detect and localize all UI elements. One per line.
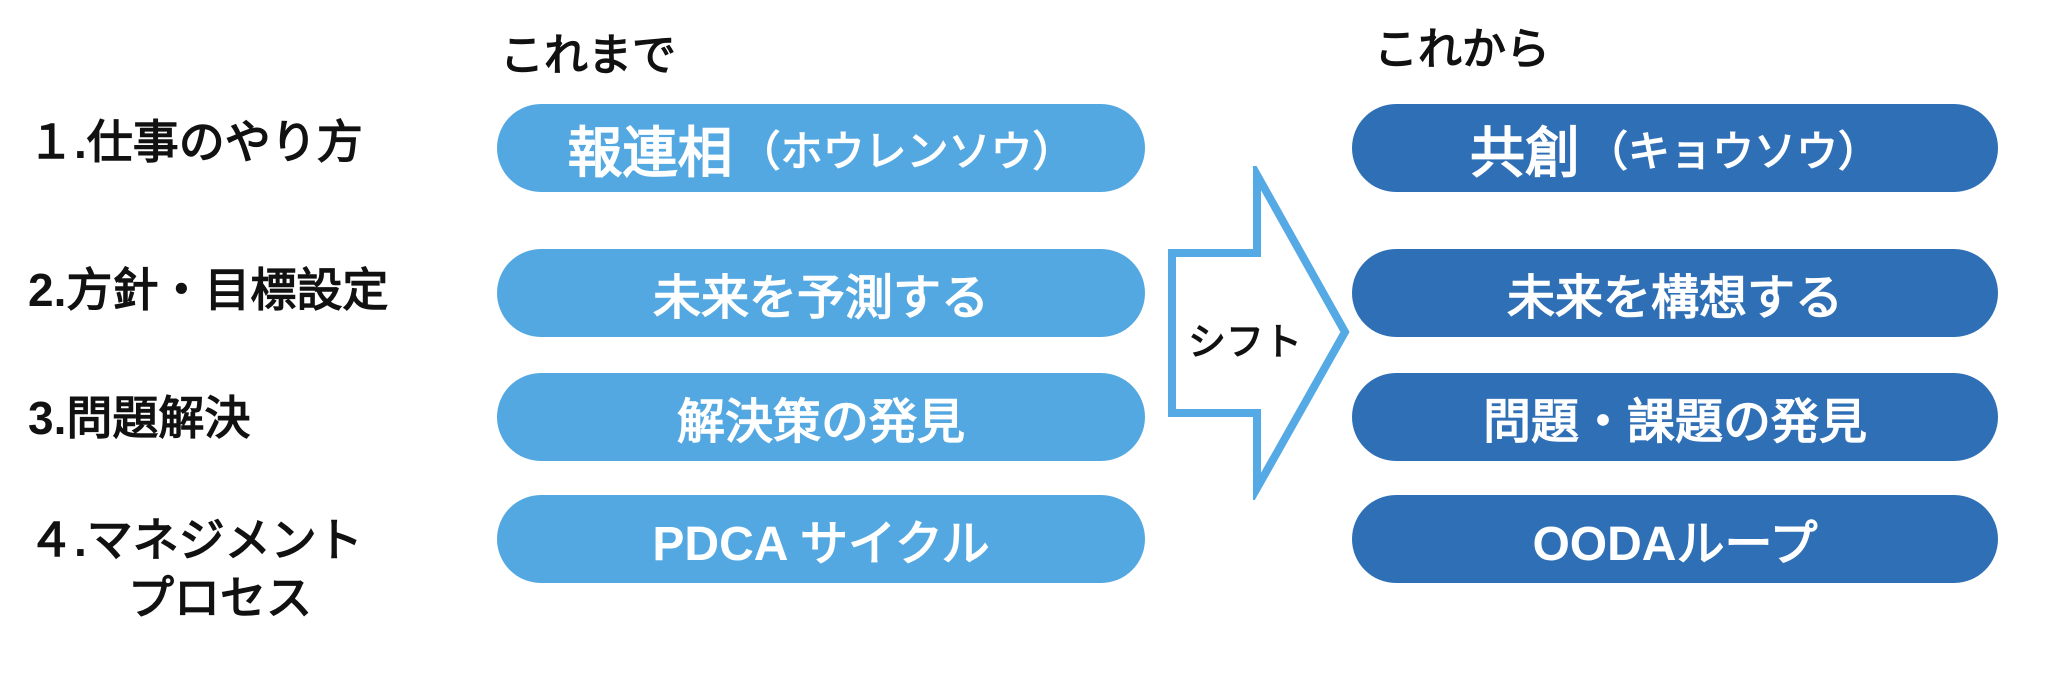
row-label-text: 2.方針・目標設定 xyxy=(28,264,389,316)
pill-sub-text: （キョウソウ） xyxy=(1586,127,1881,175)
row-label-text: ４.マネジメント xyxy=(28,514,363,566)
after-pill-work-style: 共創（キョウソウ） xyxy=(1352,104,1998,192)
before-column-header: これまで xyxy=(500,31,676,80)
after-pill-problem-solving: 問題・課題の発見 xyxy=(1352,373,1998,461)
after-pill-goal-setting: 未来を構想する xyxy=(1352,249,1998,337)
row-label-work-style: １.仕事のやり方 xyxy=(28,114,363,172)
pill-main-text: PDCA サイクル xyxy=(652,518,990,571)
pill-main-text: OODAループ xyxy=(1532,518,1818,571)
row-label-management-process: ４.マネジメント プロセス xyxy=(28,512,363,627)
pill-sub-text: （ホウレンソウ） xyxy=(738,127,1075,175)
after-column-header: これから xyxy=(1374,25,1550,74)
shift-arrow-label: シフト xyxy=(1187,322,1302,364)
pill-main-text: 未来を予測する xyxy=(652,272,989,325)
before-pill-problem-solving: 解決策の発見 xyxy=(497,373,1145,461)
row-label-problem-solving: 3.問題解決 xyxy=(28,390,250,448)
after-pill-management-process: OODAループ xyxy=(1352,495,1998,583)
shift-arrow-icon xyxy=(1168,166,1350,500)
before-pill-management-process: PDCA サイクル xyxy=(497,495,1145,583)
pill-main-text: 問題・課題の発見 xyxy=(1482,396,1867,449)
row-label-text: １.仕事のやり方 xyxy=(28,116,363,168)
pill-main-text: 未来を構想する xyxy=(1506,272,1843,325)
row-label-text: 3.問題解決 xyxy=(28,392,251,444)
before-pill-goal-setting: 未来を予測する xyxy=(497,249,1145,337)
pill-main-text: 解決策の発見 xyxy=(676,396,965,449)
pill-main-text: 報連相 xyxy=(567,122,733,184)
row-label-goal-setting: 2.方針・目標設定 xyxy=(28,262,388,320)
pill-main-text: 共創 xyxy=(1469,122,1580,184)
before-pill-work-style: 報連相（ホウレンソウ） xyxy=(497,104,1145,192)
row-label-text-line2: プロセス xyxy=(128,571,312,624)
